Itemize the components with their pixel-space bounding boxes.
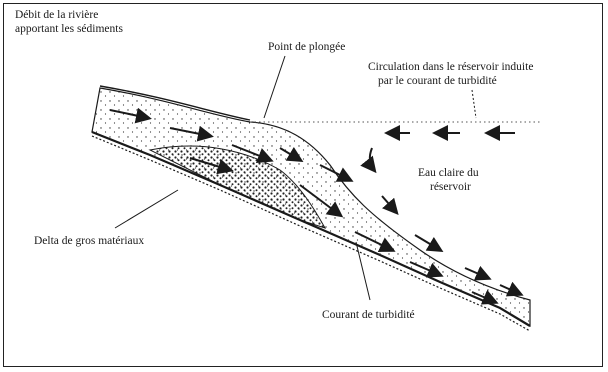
plunge-point-label: Point de plongée — [268, 41, 345, 53]
reservoir-circulation-arrows — [370, 133, 515, 170]
clear-water-label-line1: Eau claire du — [418, 167, 479, 179]
river-label-line2: apportant les sédiments — [15, 23, 123, 35]
circulation-label-line1: Circulation dans le réservoir induite — [368, 61, 533, 73]
circulation-label-line2: par le courant de turbidité — [378, 75, 497, 87]
clear-water-label-line2: réservoir — [430, 181, 471, 193]
delta-label: Delta de gros matériaux — [34, 235, 144, 247]
river-label-line1: Débit de la rivière — [15, 9, 98, 21]
turbidity-current-label: Courant de turbidité — [322, 309, 415, 321]
